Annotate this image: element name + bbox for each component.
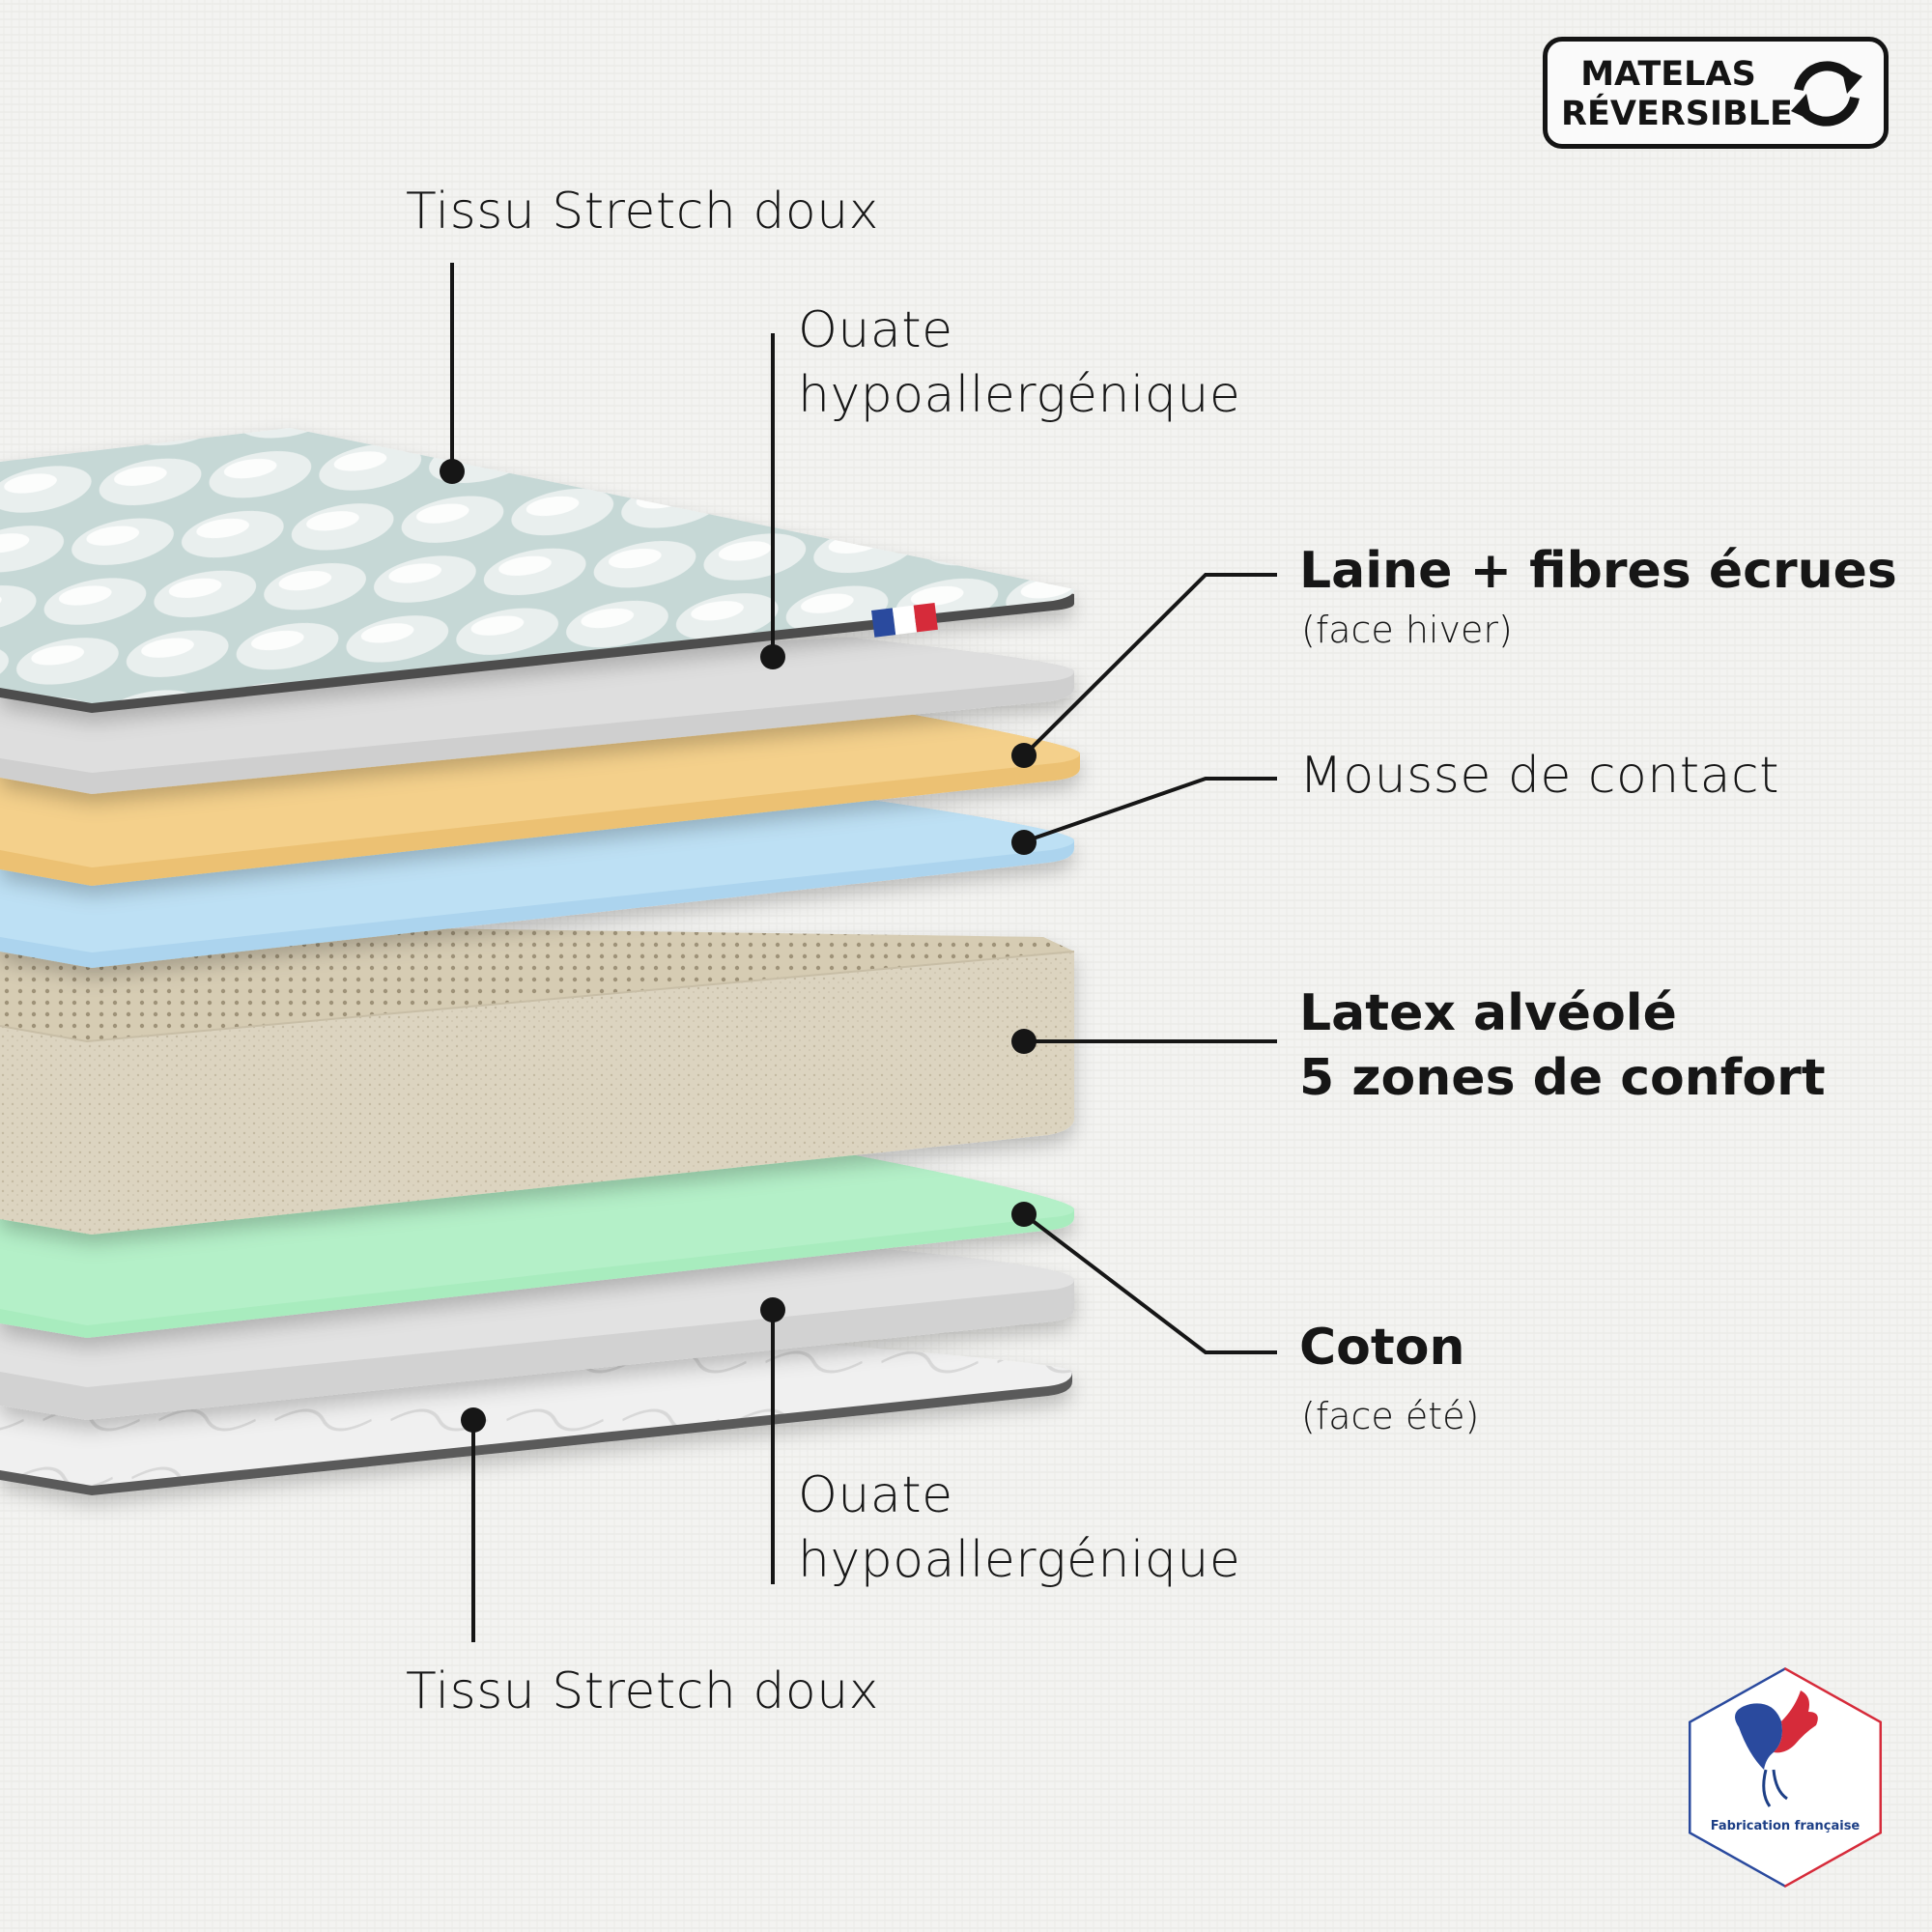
label-top-wadding-line1: Ouate	[798, 301, 953, 359]
label-top-fabric: Tissu Stretch doux	[406, 183, 879, 241]
label-top-wadding-line2: hypoallergénique	[798, 365, 1241, 424]
label-bottom-wadding-line2: hypoallergénique	[798, 1530, 1241, 1589]
reversible-mattress-badge: MATELAS RÉVERSIBLE	[1543, 37, 1889, 149]
dot-bottom-fabric	[461, 1407, 486, 1433]
dot-top-wadding	[760, 644, 785, 669]
label-contact-foam: Mousse de contact	[1299, 747, 1779, 805]
rooster-icon	[1735, 1690, 1818, 1807]
dot-latex	[1011, 1029, 1037, 1054]
badge-line1: MATELAS	[1580, 55, 1756, 94]
top-fabric-layer	[0, 428, 1074, 713]
label-wool: Laine + fibres écrues	[1299, 542, 1897, 600]
label-bottom-wadding: Ouate hypoallergénique	[798, 1463, 1240, 1592]
french-flag-tag	[871, 602, 938, 638]
label-latex-line2: 5 zones de confort	[1299, 1048, 1826, 1107]
label-wool-note: (face hiver)	[1301, 609, 1513, 651]
label-cotton: Coton	[1299, 1319, 1465, 1377]
dot-contact-foam	[1011, 830, 1037, 855]
label-latex: Latex alvéolé 5 zones de confort	[1299, 981, 1826, 1110]
leader-cotton	[1022, 1212, 1277, 1354]
label-top-wadding: Ouate hypoallergénique	[798, 298, 1240, 427]
label-bottom-wadding-line1: Ouate	[798, 1466, 953, 1524]
dot-wool	[1011, 743, 1037, 768]
badge-line2: RÉVERSIBLE	[1561, 94, 1793, 133]
dot-cotton	[1011, 1202, 1037, 1227]
leader-dots	[440, 459, 1037, 1433]
badge-label: MATELAS RÉVERSIBLE	[1561, 55, 1793, 134]
dot-bottom-wadding	[760, 1297, 785, 1322]
latex-layer	[0, 923, 1075, 1235]
reverse-arrows-icon	[1791, 61, 1862, 127]
label-latex-line1: Latex alvéolé	[1299, 984, 1677, 1042]
label-cotton-note: (face été)	[1301, 1395, 1480, 1437]
leader-wool	[1022, 573, 1277, 757]
made-in-france-seal	[1689, 1667, 1882, 1888]
seal-caption: Fabrication française	[1710, 1819, 1861, 1833]
leader-contact-foam	[1021, 777, 1277, 844]
label-bottom-fabric: Tissu Stretch doux	[406, 1662, 879, 1720]
dot-top-fabric	[440, 459, 465, 484]
leader-lines	[450, 263, 1277, 1642]
